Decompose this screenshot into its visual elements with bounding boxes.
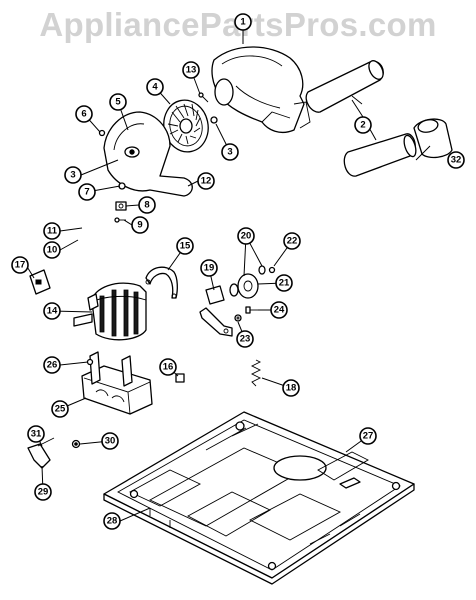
callout-label: 3 [70, 170, 75, 181]
callout-30: 30 [101, 432, 119, 450]
callout-15: 15 [176, 237, 194, 255]
callout-22: 22 [283, 232, 301, 250]
callout-label: 13 [186, 65, 197, 76]
callout-27: 27 [359, 427, 377, 445]
callout-label: 12 [201, 176, 212, 187]
motor-mount-part [81, 351, 153, 415]
callout-label: 32 [451, 155, 462, 166]
callout-1: 1 [234, 13, 252, 31]
callout-label: 8 [144, 200, 149, 211]
callout-label: 2 [360, 120, 365, 131]
callout-label: 27 [363, 431, 374, 442]
callout-11: 11 [43, 222, 61, 240]
callout-label: 20 [241, 231, 252, 242]
callout-25: 25 [51, 400, 69, 418]
callout-label: 4 [152, 82, 158, 93]
callout-9: 9 [131, 216, 149, 234]
callout-label: 18 [286, 383, 297, 394]
callout-label: 10 [47, 245, 58, 256]
callout-label: 23 [240, 334, 251, 345]
callout-7: 7 [78, 183, 96, 201]
callout-21: 21 [275, 274, 293, 292]
duct-cap-part [413, 118, 453, 159]
callout-32: 32 [447, 151, 465, 169]
callout-2: 2 [354, 116, 372, 134]
callout-10: 10 [43, 241, 61, 259]
callout-23: 23 [236, 330, 254, 348]
callout-label: 31 [31, 429, 42, 440]
callout-label: 7 [84, 187, 89, 198]
idler-spring-part [250, 359, 262, 387]
callout-14: 14 [43, 302, 61, 320]
idler-fasteners [234, 306, 258, 322]
callout-29: 29 [34, 483, 52, 501]
callout-label: 28 [107, 516, 118, 527]
callout-label: 14 [47, 306, 58, 317]
idler-arm-part [199, 307, 233, 337]
callout-label: 9 [137, 220, 142, 231]
callout-18: 18 [282, 379, 300, 397]
callout-label: 3 [227, 147, 232, 158]
callout-label: 30 [105, 436, 116, 447]
callout-13: 13 [182, 61, 200, 79]
callout-16: 16 [159, 358, 177, 376]
callout-4: 4 [146, 78, 164, 96]
callout-28: 28 [103, 512, 121, 530]
callout-31: 31 [27, 425, 45, 443]
callout-8: 8 [138, 196, 156, 214]
callout-label: 22 [287, 236, 298, 247]
motor-strap-part [145, 266, 178, 299]
motor-switch-part [29, 269, 51, 295]
exhaust-duct-part [305, 60, 417, 177]
callout-label: 25 [55, 404, 66, 415]
callout-3-right: 3 [221, 143, 239, 161]
callout-label: 5 [115, 97, 121, 108]
callout-label: 24 [274, 305, 285, 316]
blower-housing-part [211, 46, 311, 134]
callout-12: 12 [197, 172, 215, 190]
idler-pulley-part [205, 265, 276, 305]
callout-26: 26 [43, 356, 61, 374]
callout-17: 17 [11, 256, 29, 274]
callout-20: 20 [237, 227, 255, 245]
callout-5: 5 [109, 93, 127, 111]
callout-label: 16 [163, 362, 174, 373]
callout-label: 11 [47, 226, 58, 237]
callout-label: 6 [81, 109, 86, 120]
callout-label: 26 [47, 360, 58, 371]
callout-label: 17 [15, 260, 26, 271]
blower-wheel-part [163, 99, 209, 153]
callout-19: 19 [200, 259, 218, 277]
callout-label: 21 [279, 278, 290, 289]
callout-label: 1 [240, 17, 246, 28]
harness-clip-part [27, 437, 81, 469]
callout-label: 15 [180, 241, 191, 252]
callout-label: 29 [38, 487, 49, 498]
blower-cover-part [103, 111, 193, 197]
callout-24: 24 [270, 301, 288, 319]
callout-label: 19 [204, 263, 215, 274]
drive-motor-part [73, 282, 147, 341]
base-plate-part [103, 411, 415, 585]
callout-6: 6 [75, 105, 93, 123]
callout-3-left: 3 [64, 166, 82, 184]
